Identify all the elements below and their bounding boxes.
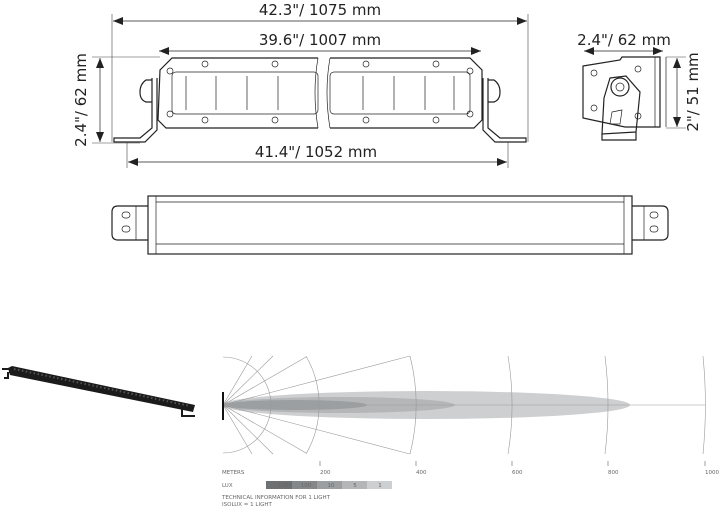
isolux-diagram: METERS 200 400 600 800 1000 LUX 1000 100…	[221, 355, 719, 508]
lux-10: 10	[328, 483, 335, 489]
tick-1000: 1000	[705, 470, 719, 476]
lux-100: 100	[301, 483, 312, 489]
isolux-note: ISOLUX = 1 LIGHT	[222, 502, 272, 508]
lux-legend: 1000 100 10 5 1	[266, 481, 392, 489]
front-height-dimension: 2.4"/ 62 mm	[72, 53, 160, 147]
front-view	[113, 57, 527, 143]
product-photo	[2, 366, 195, 417]
tick-800: 800	[608, 470, 619, 476]
tick-400: 400	[416, 470, 427, 476]
housing-length-dimension: 39.6"/ 1007 mm	[159, 31, 481, 55]
side-height-label: 2"/ 51 mm	[684, 52, 702, 131]
housing-length-label: 39.6"/ 1007 mm	[259, 31, 381, 49]
lux-5: 5	[353, 483, 357, 489]
overall-length-dimension: 42.3"/ 1075 mm	[111, 1, 529, 142]
side-view: 2.4"/ 62 mm 2"/ 51 mm	[577, 31, 702, 141]
side-depth-label: 2.4"/ 62 mm	[577, 31, 671, 49]
mount-length-dimension: 41.4"/ 1052 mm	[126, 142, 509, 168]
technical-note: TECHNICAL INFORMATION FOR 1 LIGHT	[221, 495, 331, 501]
front-height-label: 2.4"/ 62 mm	[72, 53, 90, 147]
bottom-view	[111, 195, 669, 255]
lux-1000: 1000	[278, 483, 292, 489]
tick-600: 600	[512, 470, 523, 476]
lux-label: LUX	[222, 483, 233, 489]
meters-label: METERS	[222, 470, 245, 476]
overall-length-label: 42.3"/ 1075 mm	[259, 1, 381, 19]
tick-200: 200	[320, 470, 331, 476]
lux-1: 1	[378, 483, 382, 489]
mount-length-label: 41.4"/ 1052 mm	[255, 143, 377, 161]
